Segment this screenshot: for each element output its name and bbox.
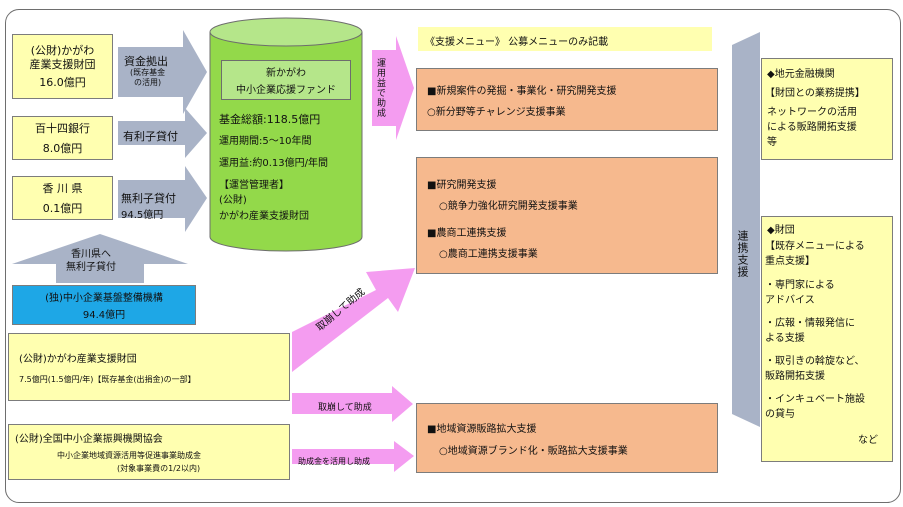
menu-header: 《支援メニュー》 公募メニューのみ記載 [425,37,609,48]
fund-title-line2: 中小企業応援ファンド [236,85,336,96]
prefecture-name: 香 川 県 [42,182,83,195]
kagawa-foundation-box: (公財)かがわ 産業支援財団 16.0億円 [12,34,113,99]
foundation-support-item: ・取引きの斡旋など、 販路開拓支援 [765,356,865,382]
smrj-name: (独)中小企業基盤整備機構 [45,293,163,304]
capital-label: 資金拠出 [124,55,168,68]
foundation-support-title: ◆財団 [767,225,795,236]
foundation-support-item: ・インキュベート施設 の貸与 [765,394,865,420]
fund-title-line1: 新かがわ [266,68,306,79]
kagawa-foundation2-detail: 7.5億円(1.5億円/年)【既存基金(出捐金)の一部】 [19,375,196,384]
withdraw-grant-big-arrow [292,268,415,372]
cooperation-label: 連携支援 [736,230,749,278]
bank-amount: 8.0億円 [42,142,83,155]
kagawa-foundation2-name: (公財)かがわ産業支援財団 [19,354,137,365]
local-bank-box: ◆地元金融機関 【財団との業務提携】 ネットワークの活用 による販路開拓支援 等 [761,58,893,160]
fund-manager-label: 【運営管理者】 [219,180,289,191]
menu-box2-item1: ○競争力強化研究開発支援事業 [439,201,578,212]
fund-manager-line1: (公財) [219,195,247,206]
menu-box3-item: ○地域資源ブランド化・販路拡大支援事業 [439,446,628,457]
kagawa-foundation-name: (公財)かがわ 産業支援財団 [29,43,96,71]
to-pref-arrow [12,234,188,283]
smrj-amount: 94.4億円 [82,310,126,321]
foundation-support-item: ・広報・情報発信に よる支援 [765,318,855,344]
menu-header-box: 《支援メニュー》 公募メニューのみ記載 [418,27,712,51]
menu-box2-title2: ■農商工連携支援 [427,228,507,239]
capital-sublabel: (既存基金 の活用) [130,68,166,87]
menu-box1-item: ○新分野等チャレンジ支援事業 [427,107,566,118]
cooperation-arrow [732,32,760,427]
fund-period: 運用期間:5〜10年間 [219,136,312,147]
withdraw-grant-small-arrow [292,386,413,422]
menu-box3: ■地域資源販路拡大支援 ○地域資源ブランド化・販路拡大支援事業 [416,403,718,473]
foundation-support-item: ・専門家による アドバイス [765,280,835,306]
local-bank-sub: 【財団との業務提携】 [765,88,865,99]
menu-box1-title: ■新規案件の発掘・事業化・研究開発支援 [427,86,617,97]
menu-box2-item2: ○農商工連携支援事業 [439,249,538,260]
fund-manager-line2: かがわ産業支援財団 [219,211,309,222]
menu-box1: ■新規案件の発掘・事業化・研究開発支援 ○新分野等チャレンジ支援事業 [416,68,718,131]
local-bank-title: ◆地元金融機関 [767,69,835,80]
interest-loan-arrow [118,108,207,158]
operating-profit-label: 運用益で助成 [375,58,385,118]
national-assoc-detail2: (対象事業費の1/2以内) [117,464,201,473]
kagawa-foundation2-box: (公財)かがわ産業支援財団 7.5億円(1.5億円/年)【既存基金(出捐金)の一… [8,333,290,401]
grant-use-label: 助成金を活用し助成 [298,457,370,466]
free-loan-label: 無利子貸付 [121,192,176,205]
menu-box3-title: ■地域資源販路拡大支援 [427,424,537,435]
foundation-support-etc: など [858,435,878,446]
prefecture-amount: 0.1億円 [42,202,83,215]
free-loan-arrow [118,166,207,232]
interest-loan-label: 有利子貸付 [123,130,178,143]
prefecture-box: 香 川 県 0.1億円 [12,176,113,220]
free-loan-amount: 94.5億円 [121,210,164,221]
operating-profit-arrow-shape [372,36,414,140]
foundation-support-box: ◆財団 【既存メニューによる 重点支援】 ・専門家による アドバイス ・広報・情… [761,216,893,462]
national-assoc-name: (公財)全国中小企業振興機関協会 [15,434,163,445]
menu-box2-title1: ■研究開発支援 [427,180,497,191]
smrj-box: (独)中小企業基盤整備機構 94.4億円 [12,285,196,325]
foundation-support-sub: 【既存メニューによる 重点支援】 [765,241,865,267]
capital-arrow [118,30,207,114]
national-assoc-detail1: 中小企業地域資源活用等促進事業助成金 [57,451,201,460]
fund-profit: 運用益:約0.13億円/年間 [219,158,329,169]
bank-name: 百十四銀行 [35,122,90,135]
bank-box: 百十四銀行 8.0億円 [12,116,113,160]
withdraw-grant-label2: 取崩して助成 [318,403,372,413]
to-pref-label: 香川県へ 無利子貸付 [66,249,116,273]
fund-total: 基金総額:118.5億円 [219,113,321,126]
kagawa-foundation-amount: 16.0億円 [39,75,86,89]
fund-title-box: 新かがわ 中小企業応援ファンド [221,60,351,100]
national-assoc-box: (公財)全国中小企業振興機関協会 中小企業地域資源活用等促進事業助成金 (対象事… [8,424,290,480]
local-bank-body: ネットワークの活用 による販路開拓支援 等 [767,107,857,148]
grant-use-arrow [292,441,414,472]
menu-box2: ■研究開発支援 ○競争力強化研究開発支援事業 ■農商工連携支援 ○農商工連携支援… [416,157,718,274]
